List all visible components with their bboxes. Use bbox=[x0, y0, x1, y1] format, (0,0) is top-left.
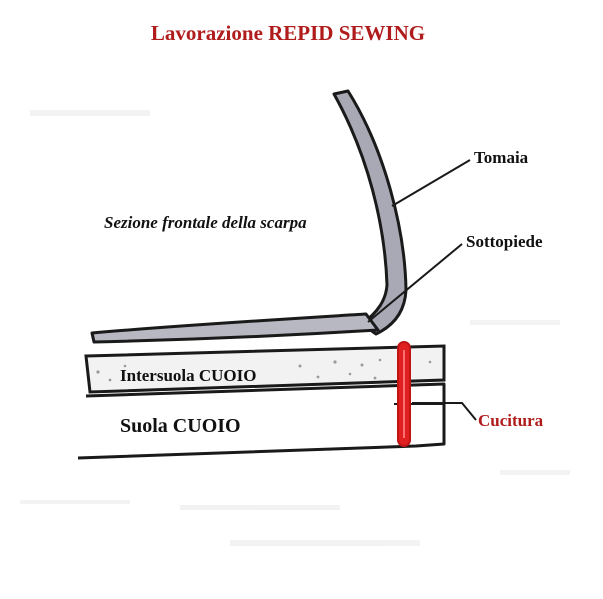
upper-leader-line bbox=[391, 159, 471, 207]
stitch-leader-line bbox=[412, 402, 477, 421]
midsole-label: Intersuola CUOIO bbox=[120, 366, 256, 385]
midsole-texture bbox=[96, 358, 432, 382]
upper-label: Tomaia bbox=[474, 148, 529, 167]
section-label: Sezione frontale della scarpa bbox=[104, 213, 307, 232]
insole-leader-line bbox=[367, 243, 463, 323]
outsole bbox=[77, 382, 446, 460]
outsole-label: Suola CUOIO bbox=[120, 415, 241, 437]
upper-leather bbox=[332, 89, 408, 336]
diagram-title: Lavorazione REPID SEWING bbox=[151, 21, 425, 45]
insole bbox=[90, 312, 380, 344]
background-texture bbox=[20, 110, 570, 546]
stitch-label: Cucitura bbox=[478, 411, 544, 430]
insole-label: Sottopiede bbox=[466, 232, 543, 251]
midsole bbox=[84, 344, 446, 394]
